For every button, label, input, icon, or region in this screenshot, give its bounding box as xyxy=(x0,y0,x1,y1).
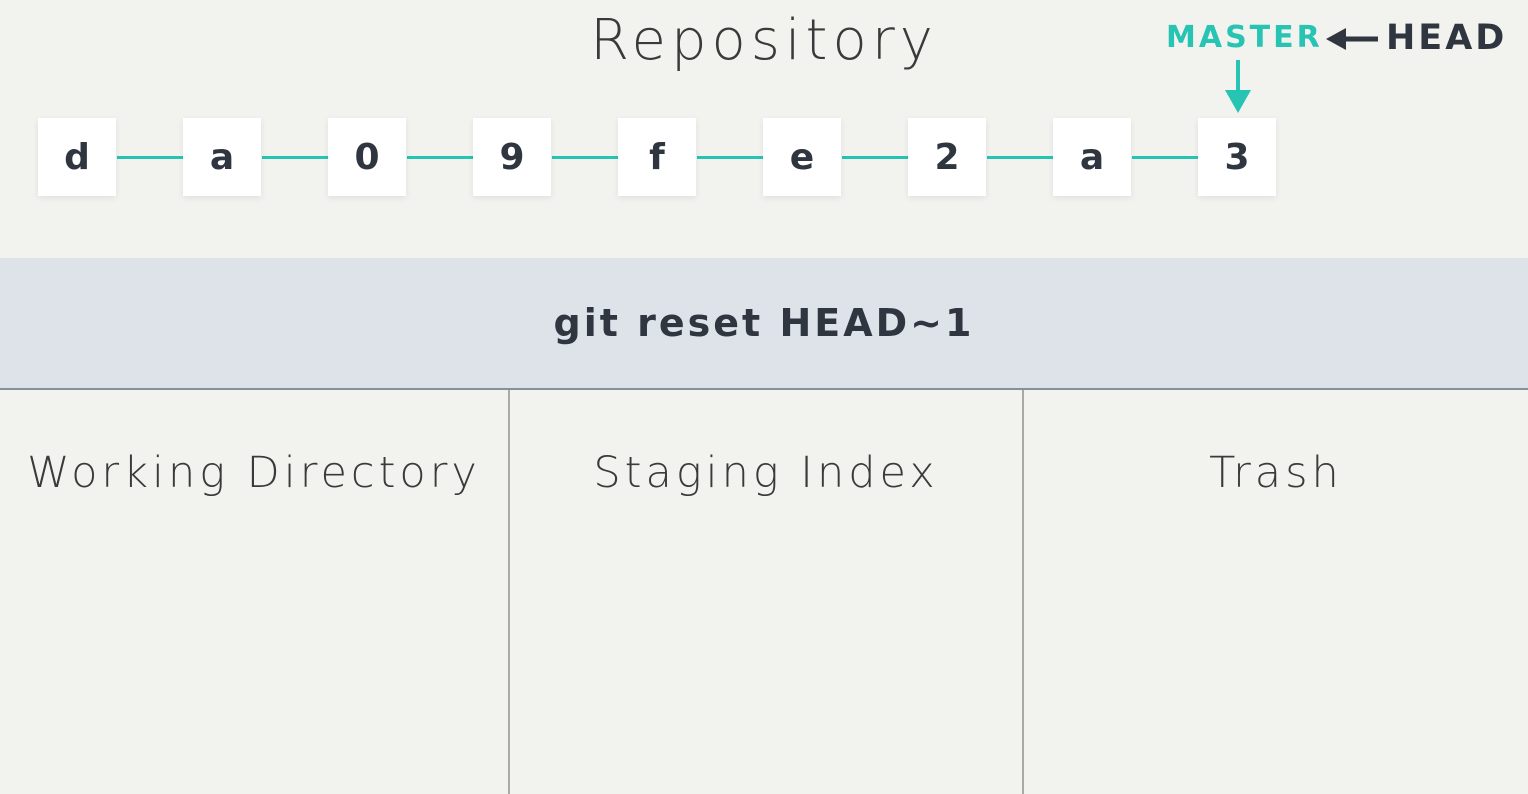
commit-box: a xyxy=(1053,118,1131,196)
git-command-text: git reset HEAD~1 xyxy=(553,301,975,345)
commit-box: 9 xyxy=(473,118,551,196)
commit-box: a xyxy=(183,118,261,196)
column-divider xyxy=(1022,390,1024,794)
commit-connector xyxy=(262,156,328,159)
commit-connector xyxy=(697,156,763,159)
commit-connector xyxy=(842,156,908,159)
staging-index-title: Staging Index xyxy=(593,448,939,498)
working-directory-title: Working Directory xyxy=(27,448,481,498)
master-branch-label: MASTER xyxy=(1166,20,1323,55)
commit-box: f xyxy=(618,118,696,196)
head-pointer-label: HEAD xyxy=(1386,18,1508,58)
commit-box-latest: 3 xyxy=(1198,118,1276,196)
column-divider xyxy=(508,390,510,794)
commit-connector xyxy=(117,156,183,159)
arrow-left-icon xyxy=(1326,28,1378,50)
commit-box: e xyxy=(763,118,841,196)
commit-connector xyxy=(987,156,1053,159)
commit-connector xyxy=(1132,156,1198,159)
repository-title: Repository xyxy=(590,8,938,73)
commit-box: d xyxy=(38,118,116,196)
commit-box: 0 xyxy=(328,118,406,196)
commit-box: 2 xyxy=(908,118,986,196)
trash-title: Trash xyxy=(1209,448,1343,498)
working-directory-area: Working Directory xyxy=(0,390,508,794)
command-banner: git reset HEAD~1 xyxy=(0,258,1528,390)
commit-connector xyxy=(407,156,473,159)
staging-index-area: Staging Index xyxy=(510,390,1022,794)
commit-connector xyxy=(552,156,618,159)
arrow-down-icon xyxy=(1225,60,1251,113)
trash-area: Trash xyxy=(1024,390,1528,794)
